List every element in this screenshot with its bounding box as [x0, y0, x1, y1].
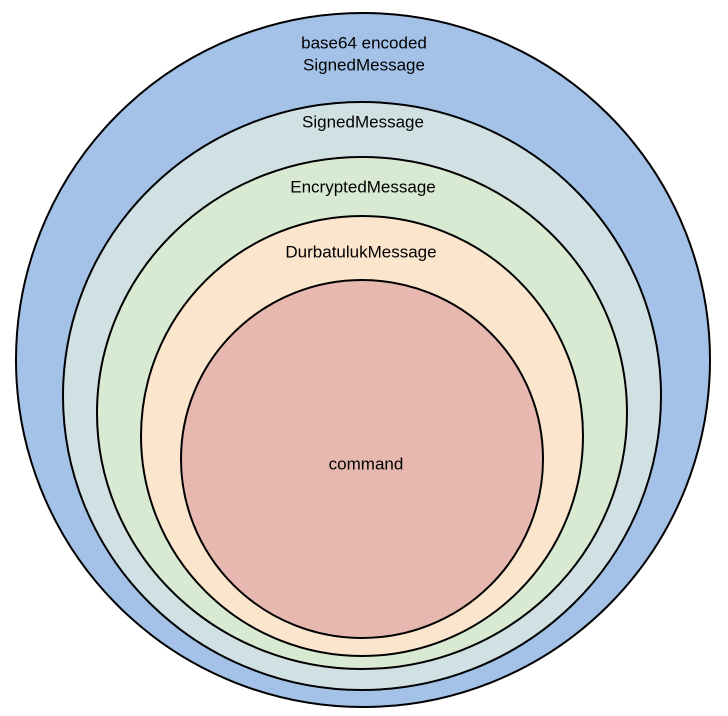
layer-command-label: command [329, 454, 404, 473]
layer-base64-label-line1: base64 encoded [301, 33, 427, 52]
layer-encrypted-label: EncryptedMessage [290, 177, 436, 196]
layer-base64-label-line2: SignedMessage [303, 55, 425, 74]
layer-signed-label: SignedMessage [302, 112, 424, 131]
layer-durbatuluk-label: DurbatulukMessage [285, 242, 436, 261]
layer-command-circle [180, 279, 544, 639]
